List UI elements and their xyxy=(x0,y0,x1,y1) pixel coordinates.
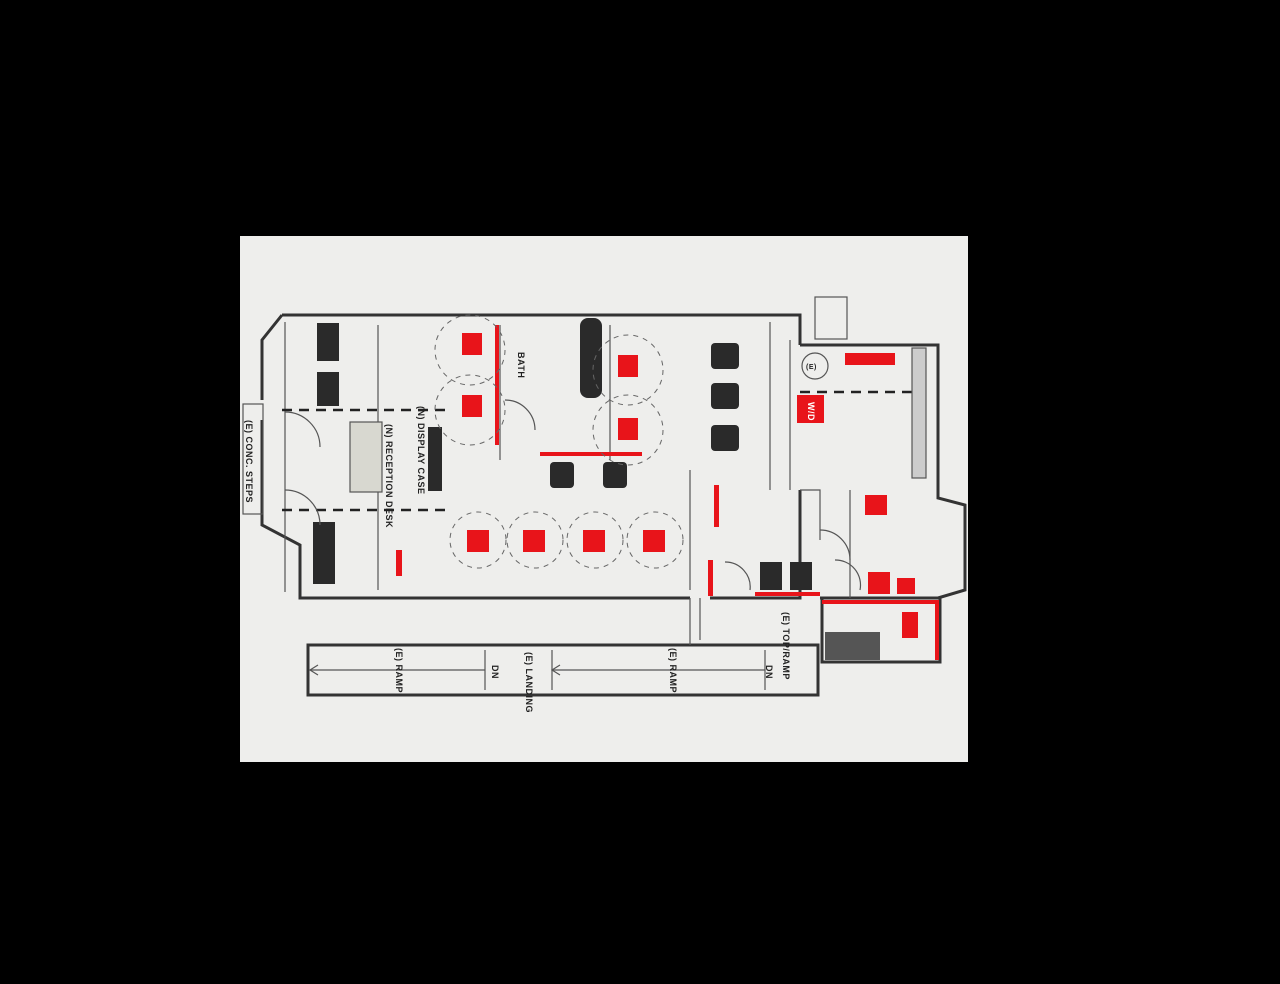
label-landing: (E) LANDING xyxy=(524,652,534,713)
label-reception-desk: (N) RECEPTION DESK xyxy=(384,424,394,528)
label-bath: BATH xyxy=(516,352,526,378)
furniture xyxy=(313,296,927,660)
label-washer-dryer: W/D xyxy=(806,402,816,421)
water-heater xyxy=(801,352,829,380)
label-top-ramp: (E) TOP/RAMP xyxy=(781,612,791,680)
label-dn: DN xyxy=(490,665,500,679)
building-walls xyxy=(260,313,967,664)
door-swings xyxy=(284,399,862,591)
label-dn: DN xyxy=(764,665,774,679)
label-display-case: (N) DISPLAY CASE xyxy=(416,406,426,495)
label-steps: (E) CONC. STEPS xyxy=(244,420,254,503)
entry-steps xyxy=(242,403,264,515)
dashed-line xyxy=(282,390,920,512)
ramp xyxy=(306,598,820,697)
chair-clearance-circles xyxy=(434,314,684,569)
styling-chairs xyxy=(396,325,939,660)
label-ramp-right: (E) RAMP xyxy=(668,648,678,693)
label-water-heater: (E) xyxy=(806,364,817,371)
label-ramp-left: (E) RAMP xyxy=(394,648,404,693)
